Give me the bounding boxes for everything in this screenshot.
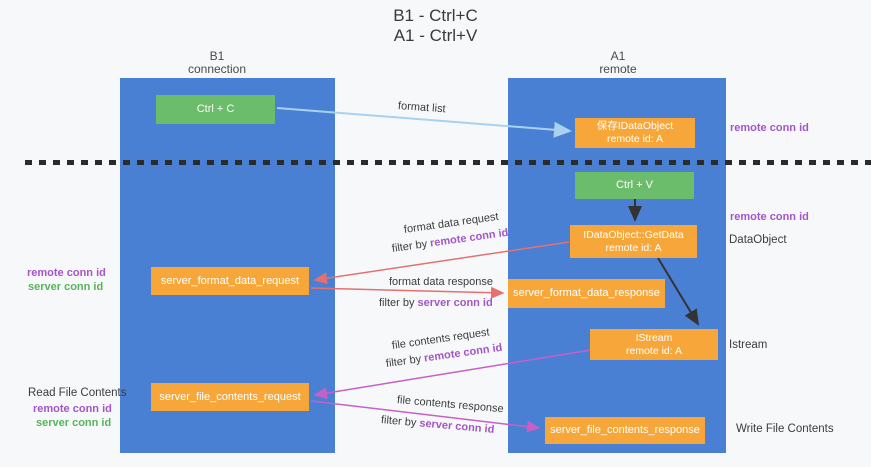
filter-by-text: filter by xyxy=(379,297,418,309)
server-conn-id-text: server conn id xyxy=(417,297,493,309)
arrow-format-data-request xyxy=(313,241,570,285)
server-file-contents-response-label: server_file_contents_response xyxy=(550,424,700,436)
annotation-dataobject: DataObject xyxy=(729,234,787,246)
column-b1-role: connection xyxy=(187,62,247,76)
annotation-left-server-conn-id-1: server conn id xyxy=(28,281,104,293)
node-idataobject-getdata: IDataObject::GetData remote id: A xyxy=(570,225,697,258)
server-format-data-response-label: server_format_data_response xyxy=(513,287,660,299)
getdata-line2: remote id: A xyxy=(605,241,662,254)
node-server-format-data-response: server_format_data_response xyxy=(508,279,665,308)
arrow-file-contents-response xyxy=(310,400,541,433)
arrow-getdata-to-istream xyxy=(657,257,700,326)
label-filter-server-conn-1: filter by server conn id xyxy=(379,297,493,309)
column-a1-name: A1 xyxy=(610,49,626,63)
node-server-file-contents-request: server_file_contents_request xyxy=(151,383,309,411)
annotation-write-file-contents: Write File Contents xyxy=(736,423,834,435)
server-file-contents-request-label: server_file_contents_request xyxy=(159,390,301,403)
istream-line2: remote id: A xyxy=(625,344,683,357)
node-server-format-data-request: server_format_data_request xyxy=(151,267,309,295)
annotation-remote-conn-id-2: remote conn id xyxy=(730,211,809,223)
title-line-2: A1 - Ctrl+V xyxy=(393,26,478,45)
istream-line1: IStream xyxy=(635,331,673,344)
node-ctrl-c: Ctrl + C xyxy=(156,95,275,124)
title-line-1: B1 - Ctrl+C xyxy=(393,6,478,25)
label-format-data-response: format data response xyxy=(389,276,493,288)
save-idataobject-line2: remote id: A xyxy=(606,133,664,145)
column-a1-role: remote xyxy=(599,62,637,76)
save-idataobject-line1: 保存IDataObject xyxy=(596,120,674,132)
annotation-istream: Istream xyxy=(729,339,768,351)
dashed-separator xyxy=(25,160,871,165)
annotation-read-file-contents: Read File Contents xyxy=(28,387,127,399)
annotation-left-remote-conn-id-1: remote conn id xyxy=(27,267,106,279)
node-ctrl-v: Ctrl + V xyxy=(575,172,694,199)
diagram-title: B1 - Ctrl+C A1 - Ctrl+V xyxy=(0,6,871,46)
node-server-file-contents-response: server_file_contents_response xyxy=(545,417,705,444)
node-save-idataobject: 保存IDataObject remote id: A xyxy=(575,118,695,148)
ctrl-v-label: Ctrl + V xyxy=(616,179,653,191)
arrow-format-data-response xyxy=(310,286,505,299)
node-istream: IStream remote id: A xyxy=(590,329,718,360)
arrow-format-list xyxy=(276,107,572,138)
getdata-line1: IDataObject::GetData xyxy=(583,228,684,241)
annotation-left-server-conn-id-2: server conn id xyxy=(36,417,112,429)
server-format-data-request-label: server_format_data_request xyxy=(160,274,300,287)
column-header-b1: B1 connection xyxy=(157,50,277,76)
arrow-file-contents-request xyxy=(313,349,592,399)
ctrl-c-label: Ctrl + C xyxy=(196,103,235,115)
annotation-remote-conn-id-1: remote conn id xyxy=(730,122,809,134)
column-b1-name: B1 xyxy=(209,49,225,63)
annotation-left-remote-conn-id-2: remote conn id xyxy=(33,403,112,415)
column-header-a1: A1 remote xyxy=(558,50,678,76)
